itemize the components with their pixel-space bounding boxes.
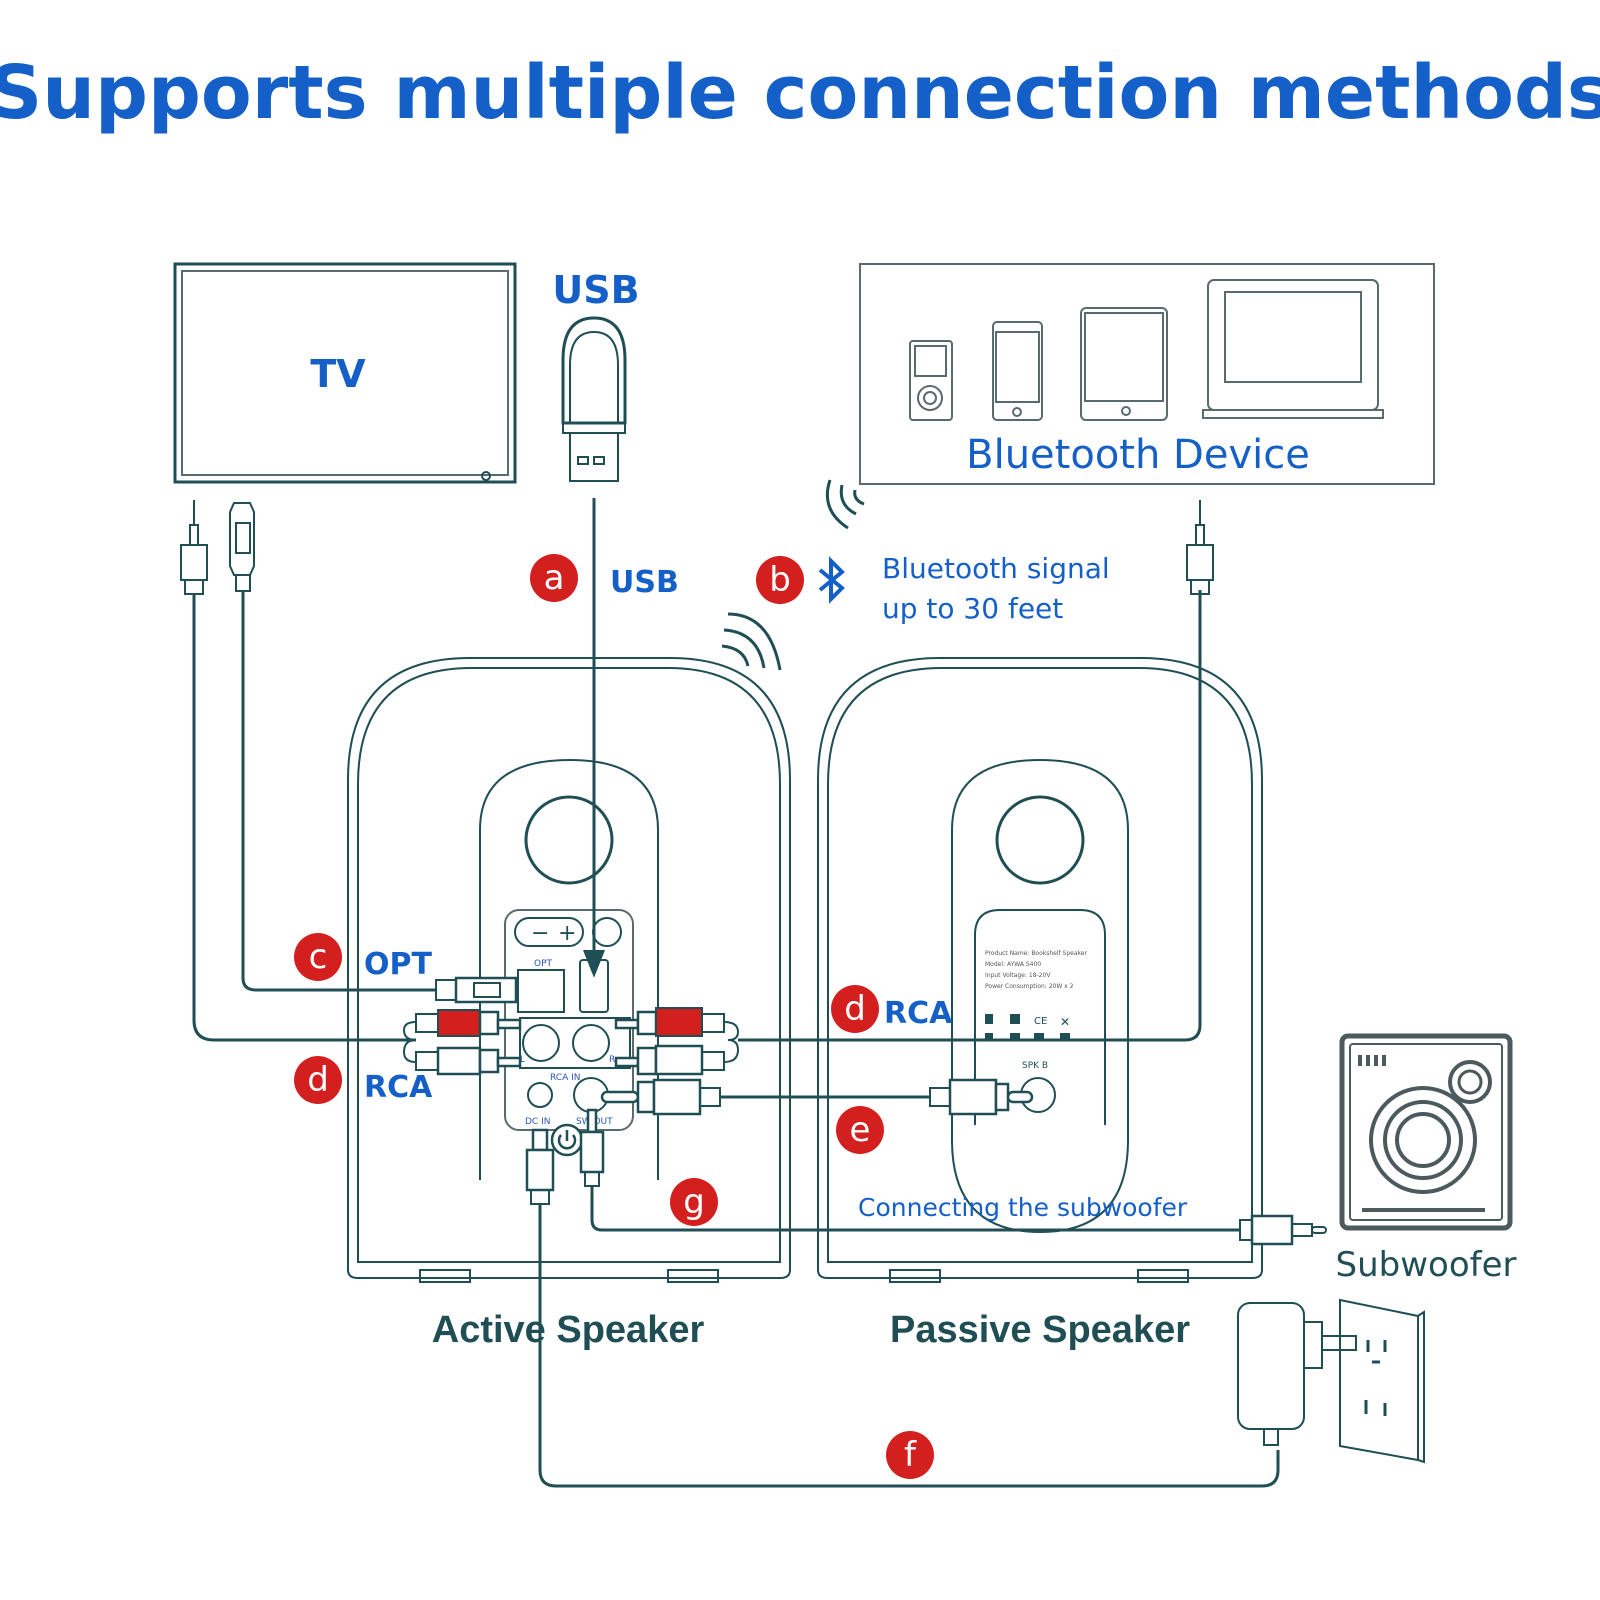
laptop-icon <box>1202 279 1384 419</box>
passive-speaker-label: Passive Speaker <box>890 1309 1190 1351</box>
optical-plug <box>435 976 518 1004</box>
panel-dc-in-label: DC IN <box>525 1117 550 1127</box>
volume-up-icon: + <box>558 921 576 946</box>
wall-outlet-icon <box>1339 1298 1425 1464</box>
badge-g: g <box>670 1178 718 1226</box>
active-speaker-label: Active Speaker <box>432 1309 705 1351</box>
panel-l-label: L <box>520 1055 525 1065</box>
svg-text:g: g <box>683 1182 705 1222</box>
tv-icon <box>173 262 517 484</box>
connecting-subwoofer-text: Connecting the subwoofer <box>858 1193 1188 1222</box>
svg-text:f: f <box>904 1435 917 1475</box>
badge-a: a <box>530 554 578 602</box>
bluetooth-signal-text-1: Bluetooth signal <box>882 552 1110 585</box>
badge-f: f <box>886 1431 934 1479</box>
svg-text:d: d <box>844 989 866 1029</box>
svg-text:d: d <box>307 1060 329 1100</box>
dc-power-cable <box>525 1128 1280 1488</box>
volume-down-icon: − <box>531 921 549 946</box>
tablet-icon <box>1080 307 1168 421</box>
usb-device-label: USB <box>552 268 639 312</box>
panel-rca-in-label: RCA IN <box>550 1073 581 1083</box>
speaker-cable <box>600 1078 1034 1116</box>
usb-connection-label: USB <box>610 565 679 600</box>
svg-text:✕: ✕ <box>1060 1015 1070 1029</box>
rca-plugs-left <box>402 1009 522 1076</box>
tv-label: TV <box>310 352 366 396</box>
badge-d-right: d <box>831 985 879 1033</box>
usb-dongle-icon <box>561 316 627 482</box>
bluetooth-signal-text-2: up to 30 feet <box>882 592 1063 625</box>
rca-label-left: RCA <box>364 1070 433 1105</box>
active-speaker <box>347 657 791 1283</box>
opt-label: OPT <box>364 947 432 982</box>
aux-cable-tv <box>180 500 416 1042</box>
badge-c: c <box>294 933 342 981</box>
badge-e: e <box>836 1106 884 1154</box>
panel-r-label: R <box>609 1055 615 1065</box>
music-player-icon <box>909 340 953 421</box>
usb-cable-arrow <box>583 498 605 978</box>
active-speaker-panel: − + OPT L R RCA IN DC IN SW OUT <box>504 909 634 1157</box>
badge-d-left: d <box>294 1056 342 1104</box>
certification-icons: CE ✕ <box>985 1014 1070 1039</box>
bluetooth-device-box <box>859 263 1435 485</box>
passive-speaker: Product Name: Bookshelf Speaker Model: A… <box>817 657 1263 1283</box>
input-voltage-text: Input Voltage: 18-20V <box>985 972 1051 979</box>
bluetooth-device-label: Bluetooth Device <box>966 432 1310 478</box>
wireless-signal-icon-bottom <box>721 612 782 671</box>
smartphone-icon <box>992 321 1043 421</box>
badge-b: b <box>756 556 804 604</box>
model-text: Model: AYWA S400 <box>985 961 1041 968</box>
spk-b-label: SPK B <box>1022 1061 1048 1071</box>
svg-text:b: b <box>769 560 791 600</box>
subwoofer-icon <box>1339 1033 1513 1231</box>
svg-text:c: c <box>309 937 328 977</box>
subwoofer-label: Subwoofer <box>1336 1245 1517 1285</box>
page-title: Supports multiple connection methods <box>0 50 1600 136</box>
power-adapter-icon <box>1237 1302 1357 1446</box>
rca-label-right: RCA <box>884 996 953 1031</box>
bluetooth-icon <box>818 556 845 604</box>
panel-opt-label: OPT <box>534 959 553 969</box>
power-consumption-text: Power Consumption: 20W x 2 <box>985 983 1074 990</box>
svg-text:CE: CE <box>1034 1016 1047 1027</box>
optical-cable-tv <box>229 502 436 992</box>
power-icon <box>557 1130 577 1150</box>
wireless-signal-icon-top <box>825 479 865 530</box>
subwoofer-cable <box>579 1108 1327 1246</box>
aux-cable-bluetooth <box>1186 500 1214 595</box>
svg-text:a: a <box>544 558 565 598</box>
product-name-text: Product Name: Bookshelf Speaker <box>985 950 1087 957</box>
svg-text:e: e <box>850 1110 871 1150</box>
rca-plugs-right <box>614 590 1202 1076</box>
